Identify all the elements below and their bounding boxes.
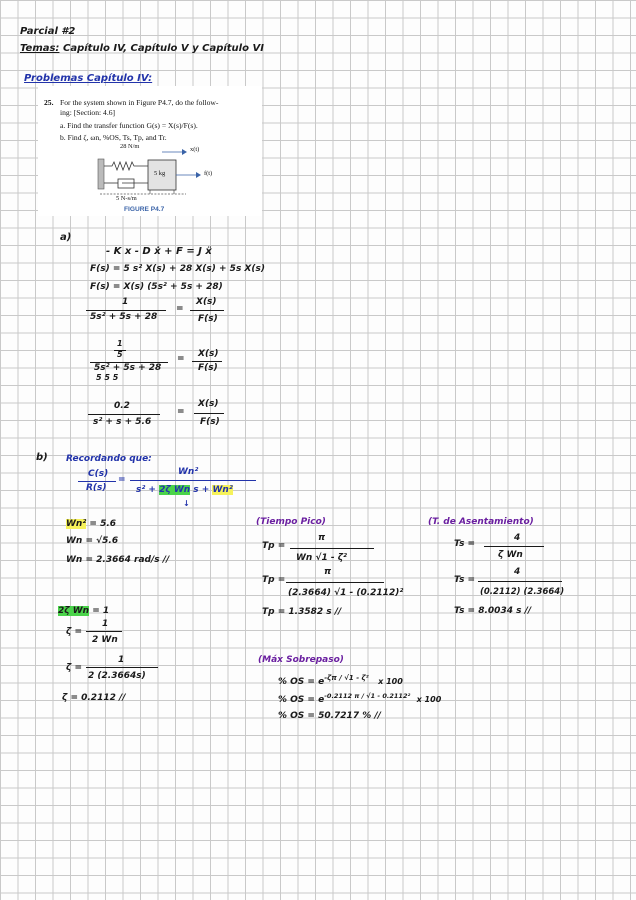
- laplace-equation: F(s) = 5 s² X(s) + 28 X(s) + 5s X(s): [90, 264, 265, 274]
- os-line1: % OS = e-ζπ / √1 - ζ² x 100: [278, 674, 403, 687]
- ts-fraction2-den: (0.2112) (2.3664): [480, 587, 565, 597]
- fraction1-rhs-numerator: X(s): [196, 297, 217, 307]
- equals-sign: =: [176, 304, 184, 314]
- mass-spring-damper-drawing: [97, 149, 201, 195]
- equals-sign: =: [177, 407, 185, 417]
- ts-fraction1-lhs: Ts =: [454, 539, 476, 549]
- damper-label: 5 N-s/m: [116, 195, 137, 202]
- equals-sign: =: [177, 354, 185, 364]
- general-lhs-numerator: C(s): [88, 469, 109, 479]
- fraction2-rhs-denominator: F(s): [198, 363, 218, 373]
- tp-fraction1-den: Wn √1 - ζ²: [296, 553, 347, 563]
- zeta-fraction1-num: 1: [102, 619, 109, 629]
- part-b-label: b): [36, 452, 48, 463]
- os-line2: % OS = e-0.2112 π / √1 - 0.2112² x 100: [278, 692, 442, 705]
- zeta-fraction1-lhs: ζ =: [66, 627, 82, 637]
- transfer-function-denominator: s² + s + 5.6: [93, 417, 152, 427]
- page-title: Parcial #2: [20, 26, 76, 37]
- os-title: (Máx Sobrepaso): [258, 655, 344, 665]
- topics-label: Temas:: [20, 43, 60, 54]
- os-value: % OS = 50.7217 % //: [278, 711, 381, 721]
- equation-of-motion: - K x - D ẋ + F = J ẍ: [106, 246, 212, 257]
- tp-title: (Tiempo Pico): [256, 517, 326, 527]
- tp-fraction2-lhs: Tp =: [262, 575, 286, 585]
- ts-fraction2-lhs: Ts =: [454, 575, 476, 585]
- spring-label: 28 N/m: [120, 143, 140, 150]
- tp-value: Tp = 1.3582 s //: [262, 607, 342, 617]
- zeta-fraction2-den: 2 (2.3664s): [88, 671, 146, 681]
- tp-fraction2-den: (2.3664) √1 - (0.2112)²: [288, 588, 404, 598]
- zeta-fraction1-den: 2 Wn: [92, 635, 118, 645]
- wn-value: Wn = 2.3664 rad/s //: [66, 555, 170, 565]
- problem-statement-line2: ing: [Section: 4.6]: [60, 108, 116, 117]
- down-arrow: ↓: [183, 499, 190, 508]
- fraction1-numerator: 1: [122, 297, 129, 307]
- mass-spring-damper-figure: 28 N/m x(t) 5 kg f(t) 5 N-s/m FIGURE P4.…: [96, 143, 216, 216]
- ts-fraction1-num: 4: [514, 533, 521, 543]
- transfer-function-numerator: 0.2: [114, 401, 130, 411]
- transfer-function-rhs-denominator: F(s): [200, 417, 220, 427]
- fraction2-denominator: 5s² + 5s + 28: [94, 363, 162, 373]
- transfer-function-rhs-numerator: X(s): [198, 399, 219, 409]
- textbook-excerpt: 25. For the system shown in Figure P4.7,…: [38, 86, 262, 216]
- zeta-value: ζ = 0.2112 //: [62, 693, 126, 703]
- general-denominator: s² + 2ζ Wn s + Wn²: [136, 485, 233, 495]
- force-label: f(t): [204, 170, 213, 177]
- problem-item-b: b. Find ζ, ωn, %OS, Ts, Tp, and Tr.: [60, 133, 167, 142]
- fraction2-inner-den: 5: [117, 350, 123, 359]
- wn-sqrt-eq: Wn = √5.6: [66, 536, 119, 546]
- part-a-label: a): [60, 232, 72, 243]
- ts-title: (T. de Asentamiento): [428, 517, 534, 527]
- fraction1-denominator: 5s² + 5s + 28: [90, 312, 158, 322]
- tp-fraction2-num: π: [324, 567, 332, 577]
- mass-label: 5 kg: [154, 170, 166, 177]
- x-label: x(t): [190, 146, 200, 153]
- highlight-wn-squared: Wn²: [212, 485, 233, 495]
- wn-squared-eq: Wn² = 5.6: [66, 519, 117, 529]
- ts-value: Ts = 8.0034 s //: [454, 606, 532, 616]
- problem-number: 25.: [44, 98, 54, 107]
- equals-sign: =: [118, 475, 126, 485]
- general-lhs-denominator: R(s): [86, 483, 107, 493]
- recordando-text: Recordando que:: [66, 454, 152, 464]
- fraction2-rhs-numerator: X(s): [198, 349, 219, 359]
- highlight-2zeta-wn: 2ζ Wn: [159, 485, 191, 495]
- ts-fraction1-den: ζ Wn: [498, 550, 523, 560]
- fraction2-inner-num: 1: [117, 339, 123, 348]
- tp-fraction1-lhs: Tp =: [262, 541, 286, 551]
- figure-caption: FIGURE P4.7: [124, 206, 165, 213]
- tp-fraction1-num: π: [318, 533, 326, 543]
- section-title: Problemas Capítulo IV:: [24, 73, 153, 84]
- topics-value: Capítulo IV, Capítulo V y Capítulo VI: [63, 43, 264, 54]
- problem-item-a: a. Find the transfer function G(s) = X(s…: [60, 121, 198, 130]
- problem-statement-line1: For the system shown in Figure P4.7, do …: [60, 98, 219, 107]
- factored-equation: F(s) = X(s) (5s² + 5s + 28): [90, 282, 223, 292]
- fraction2-den-divisors: 5 5 5: [96, 373, 119, 382]
- zeta-fraction2-num: 1: [118, 655, 125, 665]
- zeta-fraction2-lhs: ζ =: [66, 663, 82, 673]
- fraction1-rhs-denominator: F(s): [198, 314, 218, 324]
- zeta-equation: 2ζ Wn = 1: [58, 606, 110, 616]
- ts-fraction2-num: 4: [514, 567, 521, 577]
- general-rhs-numerator: Wn²: [178, 467, 199, 477]
